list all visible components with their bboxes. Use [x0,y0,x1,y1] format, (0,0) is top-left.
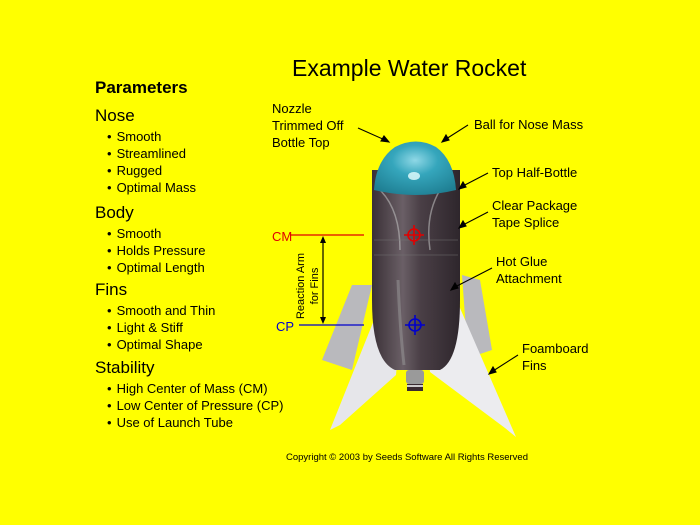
list-item: High Center of Mass (CM) [107,380,283,397]
cm-label: CM [272,229,293,244]
list-item: Rugged [107,162,196,179]
cp-marker [299,315,425,335]
callout-tape: Clear Package Tape Splice [492,198,578,230]
parameters-heading: Parameters [95,78,188,97]
reaction-arm-label: Reaction Arm for Fins [295,252,321,320]
list-item: Light & Stiff [107,319,215,336]
section-heading: Stability [95,358,155,377]
section-heading: Fins [95,280,128,299]
list-item: Holds Pressure [107,242,206,259]
fin-back-left [322,285,372,370]
cp-label: CP [276,319,295,334]
list-item: Low Center of Pressure (CP) [107,397,284,414]
list-item: Smooth [107,225,205,242]
copyright-text: Copyright © 2003 by Seeds Software All R… [286,452,528,463]
reaction-arm-arrow [320,236,326,324]
rocket-nozzle [406,370,424,384]
callout-glue: Hot Glue Attachment [496,254,562,286]
list-item: Optimal Mass [107,179,196,196]
callout-fins: Foamboard Fins [522,341,589,373]
rocket-nose [374,141,456,195]
list-item: Smooth [107,128,196,145]
section-stability: Stability High Center of Mass (CM) Low C… [95,358,283,431]
list-item: Smooth and Thin [107,302,216,319]
cm-marker [290,225,424,245]
list-item: Use of Launch Tube [107,414,283,431]
rocket-body [372,170,460,370]
callout-top-half: Top Half-Bottle [492,165,578,180]
section-fins: Fins Smooth and Thin Light & Stiff Optim… [95,280,215,353]
callout-ball: Ball for Nose Mass [474,117,584,132]
section-nose: Nose Smooth Streamlined Rugged Optimal M… [95,106,196,196]
page-title: Example Water Rocket [292,55,527,81]
callout-nozzle: Nozzle Trimmed Off Bottle Top [272,101,344,150]
section-heading: Nose [95,106,135,125]
list-item: Optimal Length [107,259,205,276]
section-body: Body Smooth Holds Pressure Optimal Lengt… [95,203,205,276]
list-item: Streamlined [107,145,196,162]
list-item: Optimal Shape [107,336,215,353]
section-heading: Body [95,203,134,222]
